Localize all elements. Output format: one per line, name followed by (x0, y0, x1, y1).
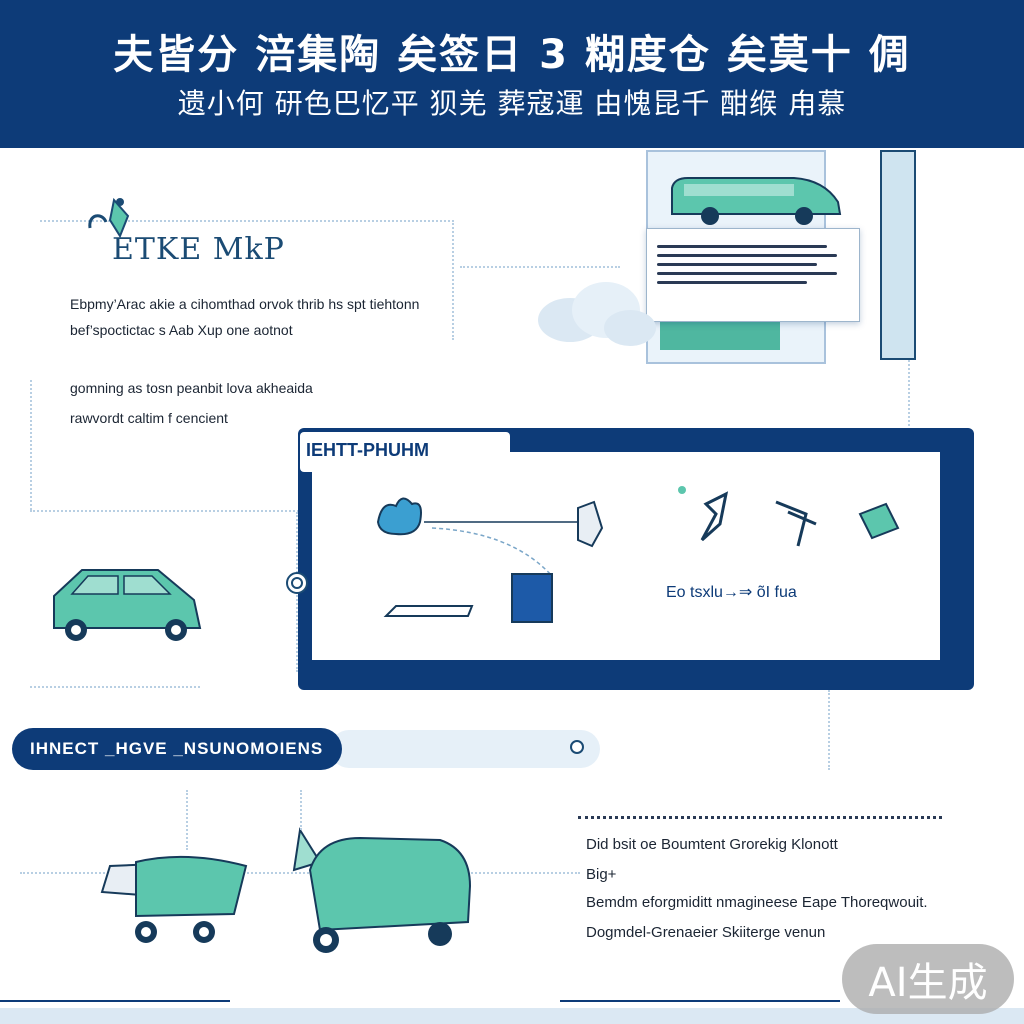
connector-line (908, 360, 910, 430)
process-panel-body (312, 452, 940, 660)
process-panel-label: IEHTT-PHUHM (306, 440, 429, 460)
header-title: 夫皆分 涪集陶 矣签日 3 糊度仓 矣莫十 倜 (113, 32, 911, 78)
connector-line (300, 790, 302, 830)
cart-icon (100, 855, 248, 943)
panel-caption: Eo tsxlu→⇒ õI fua (666, 584, 797, 601)
process-flow-graphic (376, 497, 604, 623)
node-icon (286, 572, 308, 594)
connector-line (30, 510, 310, 512)
ai-generated-badge-text: AI生成 (868, 960, 988, 1006)
illustration-block (660, 322, 780, 350)
map-text-line: gomning as tosn peanbit lova akheaida (70, 380, 313, 396)
ground-line (560, 1000, 840, 1002)
document-card (646, 228, 860, 322)
connector-line (30, 380, 32, 510)
note-line: Bemdm eforgmiditt nmagineese Eape Thoreq… (586, 894, 928, 911)
header-banner (0, 0, 1024, 148)
connector-line (40, 220, 450, 222)
connector-line (828, 690, 830, 770)
map-text-line: Ebpmy’Arac akie a cihomthad orvok thrib … (70, 296, 420, 312)
illustration-bar (880, 150, 916, 360)
cloud-icon (538, 282, 656, 346)
note-line: Big+ (586, 866, 617, 883)
header-subtitle: 遗小何 研色巴忆平 狈羌 葬寇運 由愧昆千 酣缑 甪慕 (177, 87, 847, 120)
connector-line (186, 790, 188, 850)
map-title: ETKE MkP (112, 232, 285, 267)
impact-pill-tail (330, 730, 600, 768)
process-icons (678, 486, 900, 547)
process-panel-tab (300, 432, 510, 472)
node-icon (570, 740, 584, 754)
bus-icon (671, 177, 842, 225)
connector-line (30, 686, 200, 688)
connector-line (452, 220, 454, 340)
notes-header-line (578, 816, 942, 819)
ground-line (0, 1000, 230, 1002)
note-line: Dogmdel-Grenaeier Skiiterge venun (586, 924, 826, 941)
car-icon (53, 569, 202, 641)
impact-label: IHNECT _HGVE _NSUNOMOIENS (30, 739, 324, 758)
note-line: Did bsit oe Boumtent Grorekig Klonott (586, 836, 838, 853)
ground-line (20, 872, 580, 874)
bottom-strip (0, 1008, 1024, 1024)
ai-generated-badge (842, 944, 1014, 1014)
map-text-line: rawvordt caltim f cencient (70, 410, 228, 426)
truck-icon (292, 827, 472, 953)
impact-pill (12, 728, 342, 770)
connector-line (460, 266, 620, 268)
map-text-line: bef’spoctictac s Aab Xup one aotnot (70, 322, 293, 338)
pin-icon (88, 197, 130, 239)
